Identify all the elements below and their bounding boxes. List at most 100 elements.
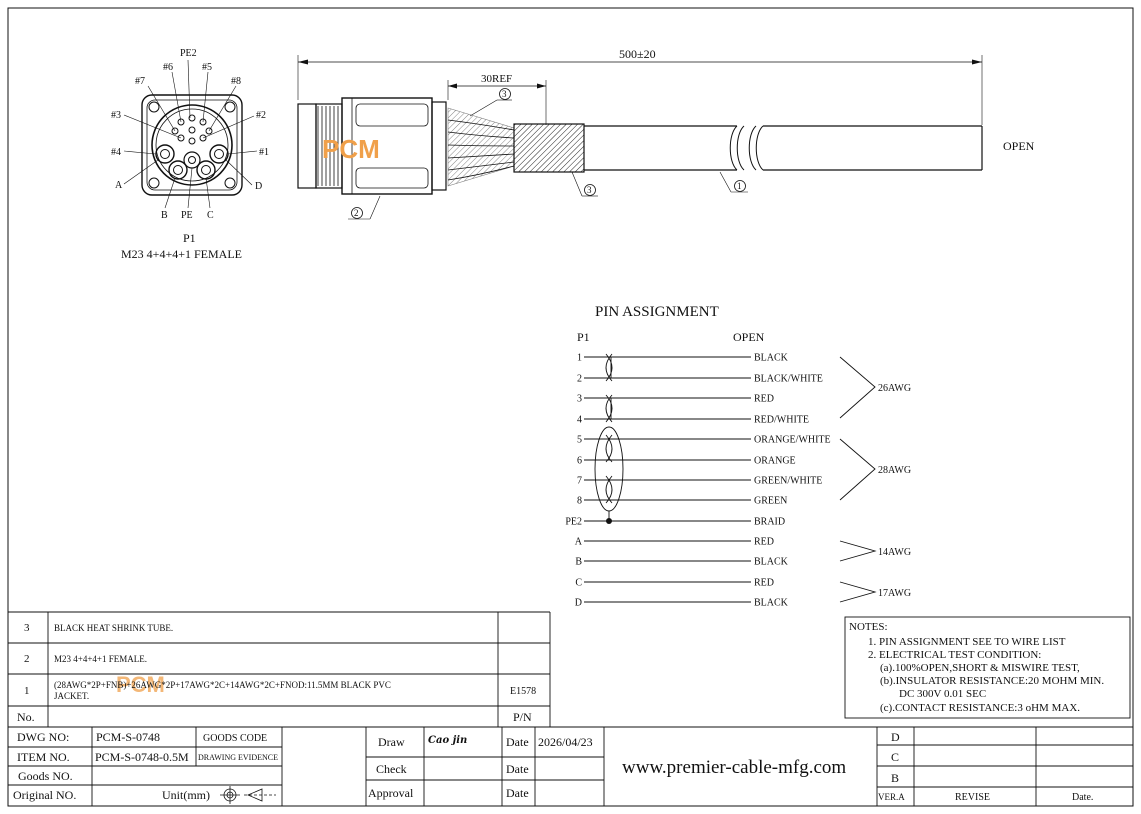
pin-assignment-title: PIN ASSIGNMENT <box>595 304 719 320</box>
pin-number: PE2 <box>565 517 582 528</box>
pin-number: 3 <box>577 394 582 405</box>
notes-box: NOTES: 1. PIN ASSIGNMENT SEE TO WIRE LIS… <box>844 616 1131 719</box>
check-date-label: Date <box>506 762 529 776</box>
group-17awg: 17AWG <box>878 588 911 599</box>
draw-label: Draw <box>378 735 405 749</box>
pin-label-6: #6 <box>163 62 173 73</box>
original-no-label: Original NO. <box>13 788 76 802</box>
pin-number: 5 <box>577 435 582 446</box>
pin-assignment-left-header: P1 <box>577 330 590 344</box>
bom-no: 3 <box>24 622 30 634</box>
pin-number: 8 <box>577 496 582 507</box>
bom-desc: JACKET. <box>54 691 89 701</box>
wire-color: RED <box>754 537 774 548</box>
goods-code-label: GOODS CODE <box>203 733 267 744</box>
pin-number: 2 <box>577 374 582 385</box>
unit-label: Unit(mm) <box>162 788 210 802</box>
company-website: www.premier-cable-mfg.com <box>622 757 846 778</box>
sheet-border <box>7 7 1134 807</box>
pin-number: 7 <box>577 476 582 487</box>
revision-letter-d: D <box>891 730 900 744</box>
side-view-watermark: PCM <box>322 134 380 164</box>
bom-watermark: PCM <box>116 672 165 697</box>
wire-color: GREEN <box>754 496 787 507</box>
bom-desc: (28AWG*2P+FNB)+26AWG*2P+17AWG*2C+14AWG*2… <box>54 680 391 690</box>
bom-header-pn: P/N <box>513 710 532 724</box>
callout-1: 1 <box>737 181 742 191</box>
pin-number: A <box>575 537 583 548</box>
pin-number: 4 <box>577 415 582 426</box>
pin-number: 6 <box>577 456 582 467</box>
pin-label-pe2: PE2 <box>180 48 197 59</box>
pin-label-a: A <box>115 180 123 191</box>
note-line: 2. ELECTRICAL TEST CONDITION: <box>868 649 1041 661</box>
wire-color: GREEN/WHITE <box>754 476 822 487</box>
goods-no-label: Goods NO. <box>18 769 73 783</box>
pin-label-c: C <box>207 210 214 221</box>
approval-date-label: Date <box>506 786 529 800</box>
bom-pn: E1578 <box>510 686 536 697</box>
bom-desc: BLACK HEAT SHRINK TUBE. <box>54 623 173 633</box>
wire-color: BRAID <box>754 517 785 528</box>
pin-label-d: D <box>255 181 262 192</box>
date-value: 2026/04/23 <box>538 735 593 749</box>
item-no-value: PCM-S-0748-0.5M <box>95 750 189 764</box>
pin-label-pe: PE <box>181 210 193 221</box>
pin-label-2: #2 <box>256 110 266 121</box>
pin-label-7: #7 <box>135 76 145 87</box>
revise-label: REVISE <box>955 792 990 803</box>
revision-letter-c: C <box>891 750 899 764</box>
note-line: DC 300V 0.01 SEC <box>899 688 986 700</box>
group-28awg: 28AWG <box>878 465 911 476</box>
cable-side-view: 500±20 30REF PCM <box>297 47 1035 220</box>
note-line: (a).100%OPEN,SHORT & MISWIRE TEST, <box>880 662 1080 674</box>
bom-header-no: No. <box>17 710 35 724</box>
drawing-evidence-label: DRAWING EVIDENCE <box>198 753 278 762</box>
wire-color: RED/WHITE <box>754 415 809 426</box>
bom-no: 2 <box>24 653 30 665</box>
pin-label-3: #3 <box>111 110 121 121</box>
ref-dimension: 30REF <box>481 73 512 85</box>
pin-assignment-right-header: OPEN <box>733 330 765 344</box>
callout-2: 2 <box>354 208 359 218</box>
pin-label-5: #5 <box>202 62 212 73</box>
check-label: Check <box>376 762 407 776</box>
wire-color: RED <box>754 578 774 589</box>
callout-3-bottom: 3 <box>587 185 592 195</box>
pin-label-b: B <box>161 210 168 221</box>
length-dimension: 500±20 <box>619 47 656 61</box>
callout-3-top: 3 <box>502 89 507 99</box>
revision-date-label: Date. <box>1072 792 1093 803</box>
wire-color: BLACK/WHITE <box>754 374 823 385</box>
version-label: VER.A <box>878 792 905 802</box>
group-14awg: 14AWG <box>878 547 911 558</box>
connector-desc: M23 4+4+4+1 FEMALE <box>121 247 242 261</box>
title-block-grid <box>8 727 1133 806</box>
connector-front-view: PE2 #6 #5 #7 #8 #3 #4 A #2 #1 D B PE C P… <box>111 48 269 261</box>
dwg-no-label: DWG NO: <box>17 730 69 744</box>
bom-table <box>8 611 1133 728</box>
note-line: (c).CONTACT RESISTANCE:3 oHM MAX. <box>880 702 1080 714</box>
pin-label-1: #1 <box>259 147 269 158</box>
wire-color: BLACK <box>754 598 789 609</box>
wire-color: RED <box>754 394 774 405</box>
approval-label: Approval <box>368 786 414 800</box>
draw-signature: Cao jin <box>428 735 467 746</box>
connector-ref: P1 <box>183 231 196 245</box>
pin-number: B <box>575 557 582 568</box>
wire-color: ORANGE/WHITE <box>754 435 831 446</box>
pin-label-4: #4 <box>111 147 121 158</box>
bom-desc: M23 4+4+4+1 FEMALE. <box>54 654 147 664</box>
note-line: 1. PIN ASSIGNMENT SEE TO WIRE LIST <box>868 636 1066 648</box>
dwg-no-value: PCM-S-0748 <box>96 730 160 744</box>
date-label: Date <box>506 735 529 749</box>
wire-color: BLACK <box>754 557 789 568</box>
group-26awg: 26AWG <box>878 383 911 394</box>
open-end-label: OPEN <box>1003 139 1035 153</box>
pin-label-8: #8 <box>231 76 241 87</box>
pin-number: 1 <box>577 353 582 364</box>
revision-letter-b: B <box>891 771 899 785</box>
wire-color: BLACK <box>754 353 789 364</box>
